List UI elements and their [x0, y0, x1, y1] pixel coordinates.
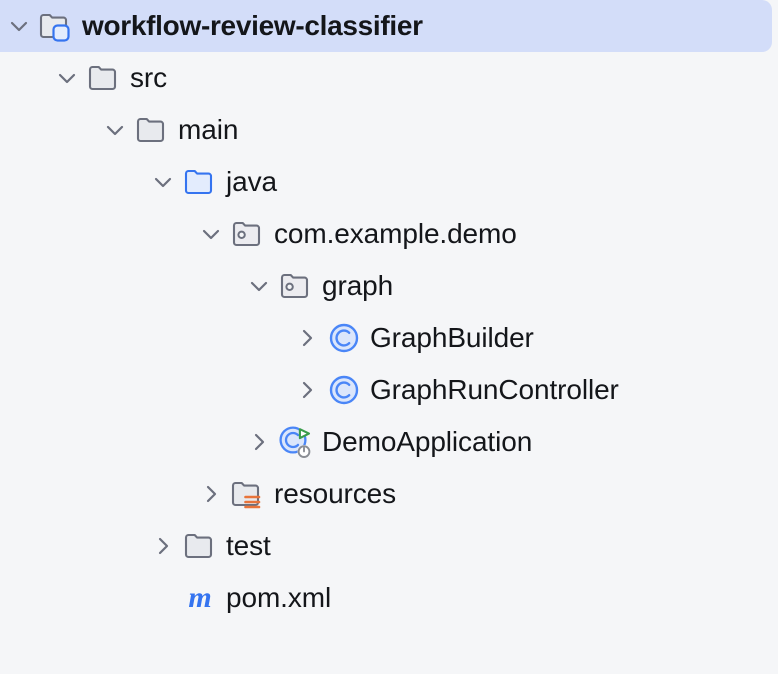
chevron-right-icon[interactable] [146, 520, 180, 572]
spring-boot-runnable-class-icon [276, 422, 316, 462]
tree-row-graph[interactable]: graph [0, 260, 778, 312]
folder-icon [84, 58, 124, 98]
tree-row-workflow-review-classifier[interactable]: workflow-review-classifier [0, 0, 778, 52]
source-root-folder-icon [180, 162, 220, 202]
chevron-right-icon[interactable] [194, 468, 228, 520]
tree-row-graph-builder[interactable]: GraphBuilder [0, 312, 778, 364]
tree-row-main[interactable]: main [0, 104, 778, 156]
module-folder-icon [36, 6, 76, 46]
chevron-down-icon[interactable] [194, 208, 228, 260]
chevron-right-icon[interactable] [290, 312, 324, 364]
chevron-down-icon[interactable] [146, 156, 180, 208]
tree-row-label: test [226, 530, 271, 561]
tree-row-label: DemoApplication [322, 426, 533, 457]
package-icon [276, 266, 316, 306]
chevron-down-icon[interactable] [2, 0, 36, 52]
resources-root-folder-icon [228, 474, 268, 514]
selection-highlight [0, 0, 772, 52]
tree-row-resources[interactable]: resources [0, 468, 778, 520]
tree-row-graph-run-controller[interactable]: GraphRunController [0, 364, 778, 416]
chevron-down-icon[interactable] [50, 52, 84, 104]
tree-row-java[interactable]: java [0, 156, 778, 208]
tree-row-label: GraphRunController [370, 374, 619, 405]
tree-row-label: java [226, 166, 277, 197]
package-icon [228, 214, 268, 254]
tree-row-label: com.example.demo [274, 218, 517, 249]
tree-row-label: workflow-review-classifier [82, 10, 423, 41]
folder-icon [132, 110, 172, 150]
chevron-down-icon[interactable] [242, 260, 276, 312]
chevron-right-icon[interactable] [290, 364, 324, 416]
tree-row-label: resources [274, 478, 397, 509]
tree-row-label: main [178, 114, 239, 145]
folder-icon [180, 526, 220, 566]
maven-pom-icon: m [188, 581, 212, 614]
tree-row-com-example-demo[interactable]: com.example.demo [0, 208, 778, 260]
tree-row-src[interactable]: src [0, 52, 778, 104]
java-class-icon [324, 370, 364, 410]
chevron-right-icon[interactable] [242, 416, 276, 468]
tree-row-label: src [130, 62, 168, 93]
twisty-placeholder [146, 572, 180, 624]
java-class-icon [324, 318, 364, 358]
tree-row-label: graph [322, 270, 394, 301]
chevron-down-icon[interactable] [98, 104, 132, 156]
tree-row-demo-application[interactable]: DemoApplication [0, 416, 778, 468]
tree-row-test[interactable]: test [0, 520, 778, 572]
tree-row-label: GraphBuilder [370, 322, 534, 353]
tree-row-pom-xml[interactable]: m pom.xml [0, 572, 778, 624]
tree-row-label: pom.xml [226, 582, 332, 613]
